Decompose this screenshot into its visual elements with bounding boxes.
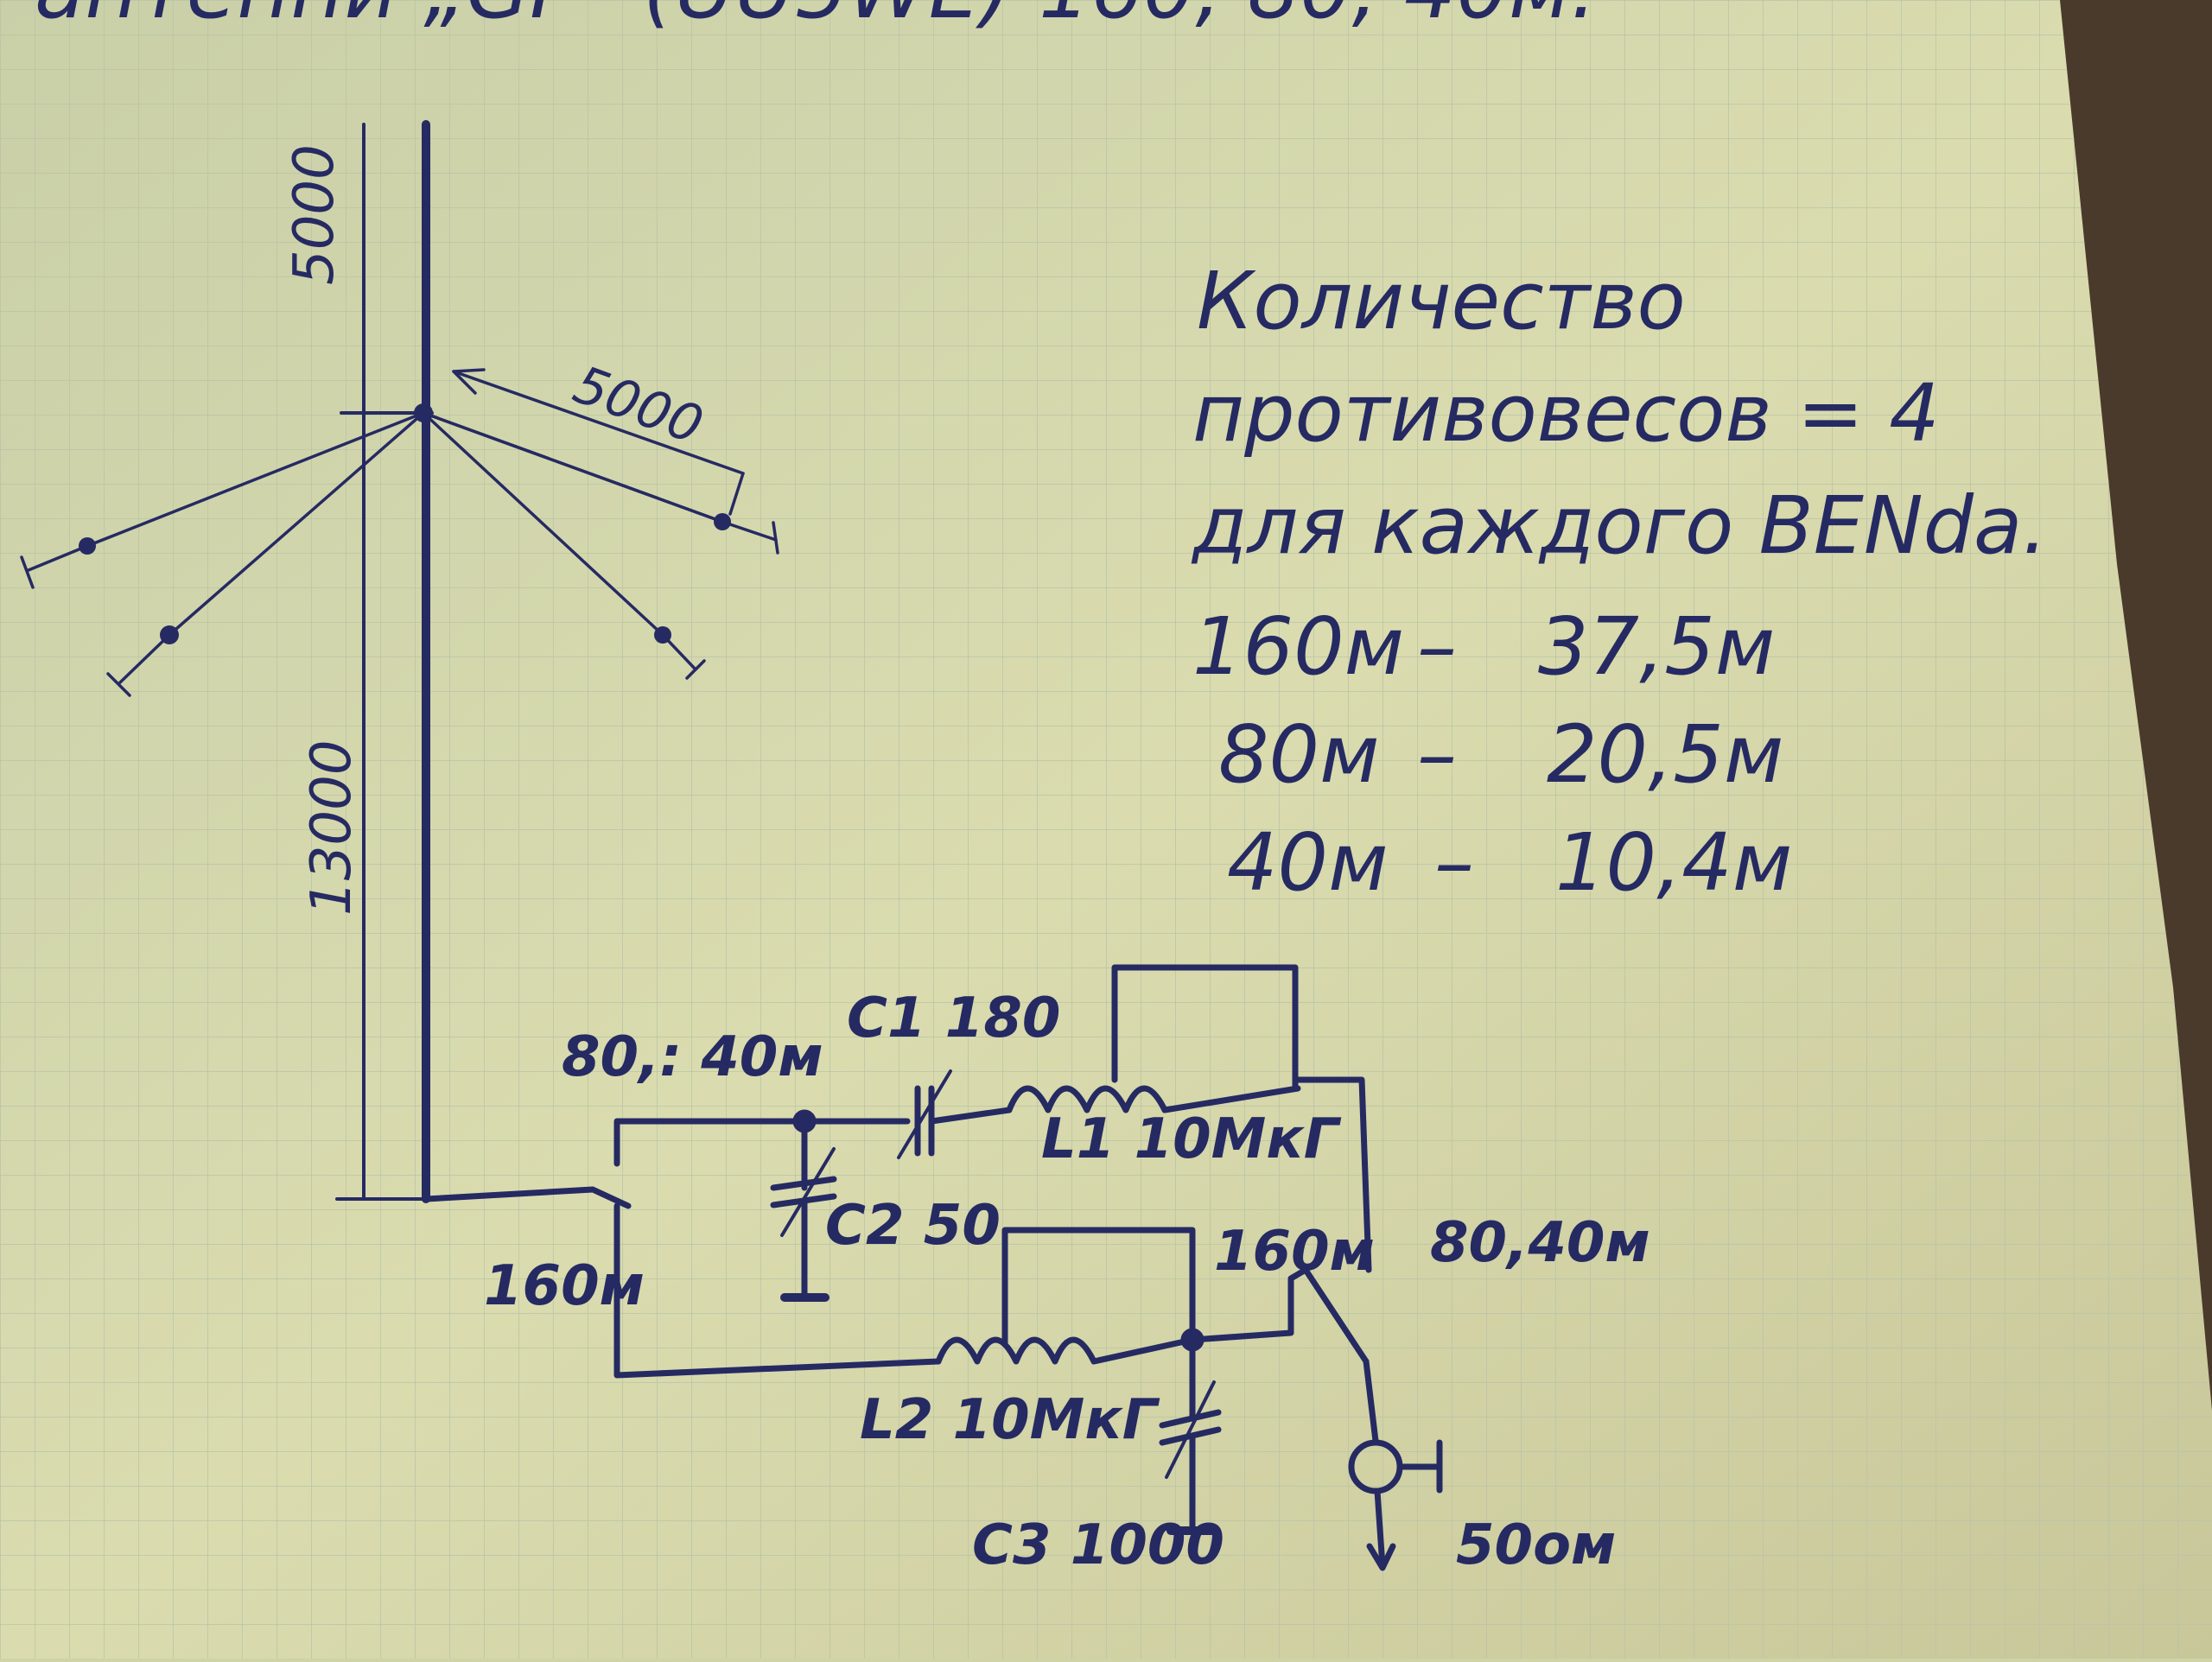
l2-label: L2 10МкГ	[860, 1388, 1160, 1452]
switch2-right-label: 80,40м	[1430, 1211, 1650, 1275]
switch2-left-label: 160м	[1214, 1220, 1375, 1284]
switch1-lower-label: 160м	[484, 1254, 645, 1318]
inductor-l2	[935, 1336, 1196, 1365]
c2-label: C2 50	[825, 1194, 1001, 1258]
note-line-1: Количество	[1197, 255, 1686, 347]
antenna-drawing	[20, 120, 779, 1203]
impedance-label: 50ом	[1456, 1513, 1616, 1577]
band-switch-1	[423, 1186, 632, 1209]
notes: Количество противовесов = 4 для каждого …	[1191, 255, 2048, 909]
mast-bottom-dimension: 13000	[300, 739, 364, 916]
svg-text:160м: 160м	[1192, 600, 1404, 693]
band-switch-2	[1189, 1266, 1370, 1365]
svg-text:80м: 80м	[1218, 708, 1379, 801]
feed-wire	[1363, 1358, 1379, 1444]
switch1-upper-label: 80,: 40м	[562, 1025, 823, 1089]
capacitor-c3	[1159, 1336, 1222, 1535]
title-text: антенни „GP" (UU5WE) 160, 80, 40м.	[35, 0, 1597, 37]
note-line-3: для каждого BENda.	[1191, 479, 2048, 572]
radials	[20, 411, 779, 697]
radial-dimension-arrow	[452, 368, 745, 516]
band-row: 40м – 10,4м	[1227, 816, 1792, 909]
l1-tap	[1111, 964, 1299, 1092]
svg-text:37,5м: 37,5м	[1538, 600, 1775, 693]
wire-to-switch-2	[1294, 1076, 1372, 1273]
c1-label: C1 180	[847, 986, 1060, 1050]
inductor-l1	[1006, 1085, 1301, 1113]
wire-160	[613, 1202, 942, 1379]
svg-text:–: –	[1417, 600, 1457, 693]
coax-arrow	[1374, 1488, 1386, 1570]
band-row: 160м – 37,5м	[1192, 600, 1775, 693]
svg-text:40м: 40м	[1227, 816, 1388, 909]
svg-text:20,5м: 20,5м	[1547, 708, 1783, 801]
l1-label: L1 10МкГ	[1041, 1107, 1342, 1171]
band-row: 80м – 20,5м	[1218, 708, 1783, 801]
radial-insulators	[79, 403, 731, 644]
svg-text:10,4м: 10,4м	[1555, 816, 1792, 909]
svg-text:–: –	[1417, 708, 1457, 801]
note-line-2: противовесов = 4	[1192, 367, 1940, 460]
circuit-labels: 80,: 40м C1 180 L1 10МкГ C2 50 160м 160м…	[484, 986, 1650, 1577]
l2-tap	[1001, 1227, 1196, 1347]
c3-label: C3 1000	[972, 1513, 1224, 1577]
svg-text:–: –	[1434, 816, 1474, 909]
capacitor-c2	[770, 1118, 837, 1302]
mast-top-dimension: 5000	[283, 144, 346, 285]
matching-circuit	[423, 964, 1443, 1571]
